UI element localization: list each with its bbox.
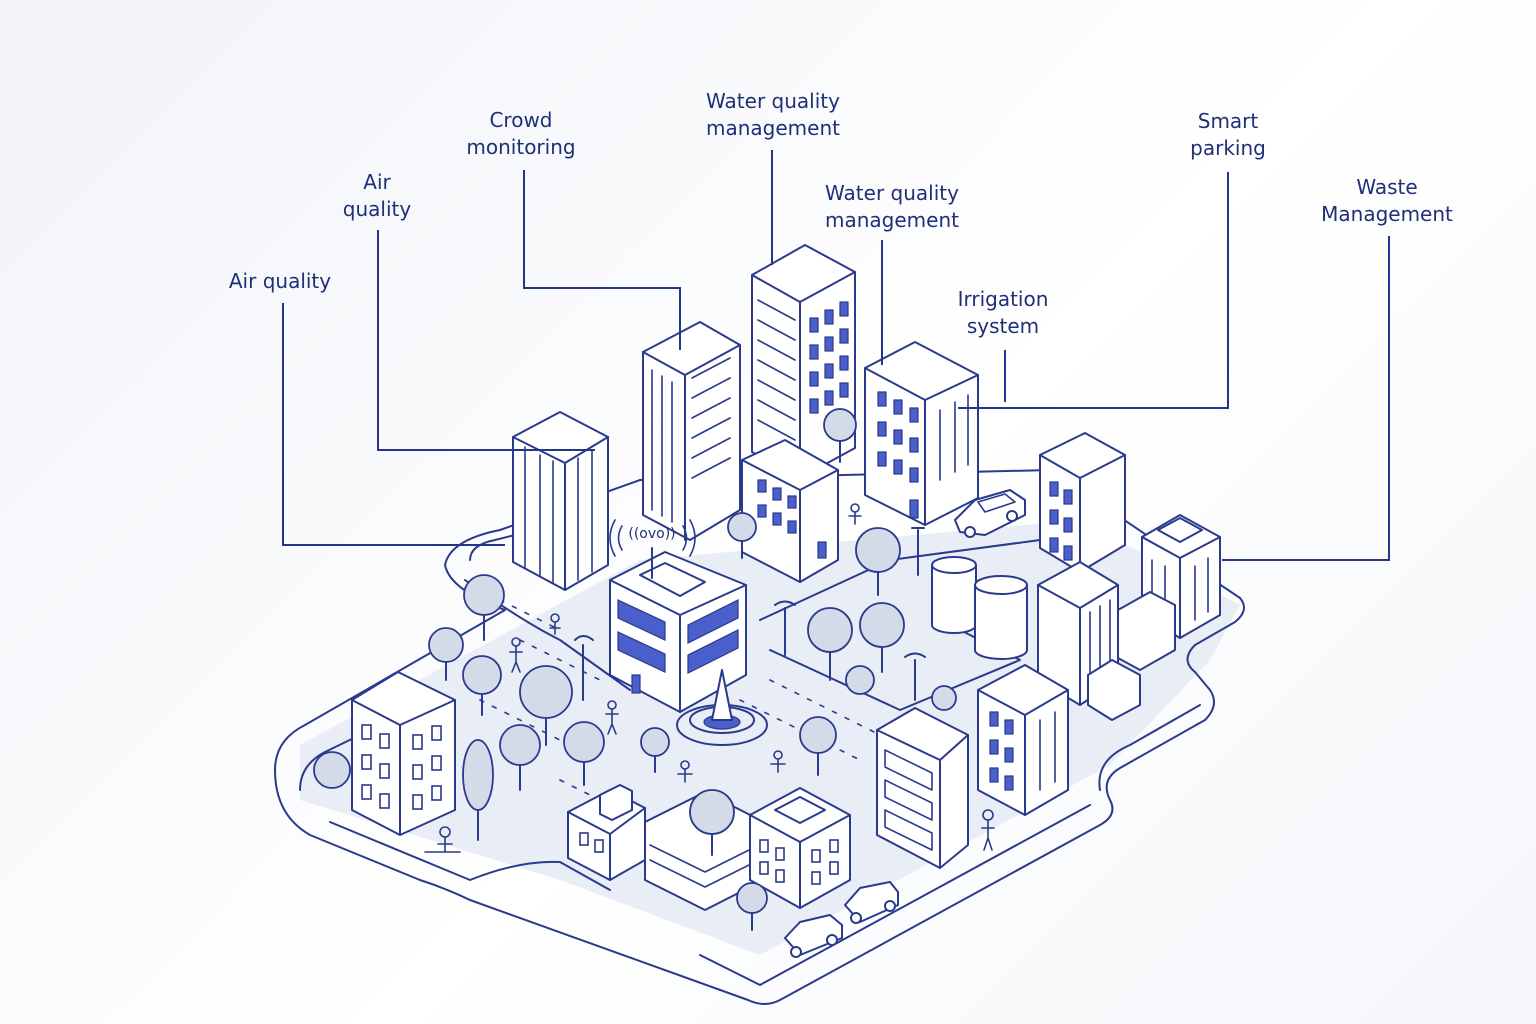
label-irrigation-system-line2: system (967, 314, 1039, 338)
building-front-small (567, 784, 646, 881)
label-crowd-monitoring-line2: monitoring (466, 135, 575, 159)
trees (313, 408, 957, 931)
car-icon (844, 881, 899, 924)
person-icon (981, 809, 995, 851)
tree (519, 665, 573, 746)
label-water-quality-1-line1: Water quality (706, 89, 840, 113)
label-smart-parking-line2: parking (1190, 136, 1266, 160)
label-air-quality-top-line1: Air (363, 170, 391, 194)
tree (428, 627, 464, 681)
person-icon (677, 760, 693, 783)
tree (799, 716, 837, 776)
label-waste-management-line2: Management (1321, 202, 1453, 226)
label-irrigation-system-line1: Irrigation (958, 287, 1049, 311)
person-icon (509, 637, 523, 673)
person-icon (424, 826, 461, 853)
building-water-quality-2 (864, 341, 979, 526)
callout-lines (282, 150, 1390, 561)
callout-crowd-monitoring (523, 170, 681, 350)
building-right-mid (1037, 561, 1176, 721)
tree (462, 655, 502, 716)
street-lamps (574, 527, 926, 701)
tree (727, 512, 757, 559)
person-icon (549, 613, 561, 635)
person-icon (848, 503, 862, 525)
tree (463, 574, 505, 641)
cars (784, 489, 1026, 958)
sensor-signal-icon: ((ovo)) (628, 526, 675, 542)
tree (563, 721, 605, 786)
tree (736, 882, 768, 931)
pedestrians (424, 503, 995, 853)
person-icon (605, 700, 619, 735)
building-right-front-2 (977, 664, 1069, 816)
building-right-tall (1039, 432, 1126, 573)
tree (845, 665, 875, 695)
label-water-quality-2-line1: Water quality (825, 181, 959, 205)
car-icon (954, 489, 1026, 538)
label-smart-parking-line1: Smart (1198, 109, 1259, 133)
tree (689, 789, 735, 856)
tree (931, 685, 957, 711)
label-water-quality-1-line2: management (706, 116, 840, 140)
callout-air-quality-top (377, 230, 595, 451)
label-waste-management-line1: Waste (1356, 175, 1417, 199)
tree (313, 751, 351, 789)
diagram-labels: Air quality Air quality Crowd monitoring… (229, 89, 1453, 338)
label-air-quality-top-line2: quality (343, 197, 412, 221)
tree (640, 727, 670, 773)
tower-crowd-monitoring (642, 321, 741, 541)
tree (823, 408, 857, 463)
building-right-front-1 (876, 707, 969, 869)
fountain (676, 669, 768, 746)
tree (807, 607, 853, 681)
label-air-quality-left: Air quality (229, 269, 331, 293)
building-front-center (749, 787, 851, 909)
label-crowd-monitoring-line1: Crowd (489, 108, 552, 132)
building-central-sensor: ((ovo)) (609, 519, 747, 713)
person-icon (770, 750, 786, 773)
tree (859, 602, 905, 673)
callout-air-quality-left (282, 303, 505, 546)
tree (462, 739, 494, 841)
tower-air-quality (512, 411, 609, 591)
label-water-quality-2-line2: management (825, 208, 959, 232)
tree (855, 527, 901, 596)
callout-smart-parking (958, 172, 1229, 409)
building-left-front (351, 671, 456, 836)
callout-waste-management (1222, 236, 1390, 561)
car-icon (784, 914, 843, 958)
tree (499, 724, 541, 791)
irrigation-tanks (931, 556, 1028, 660)
